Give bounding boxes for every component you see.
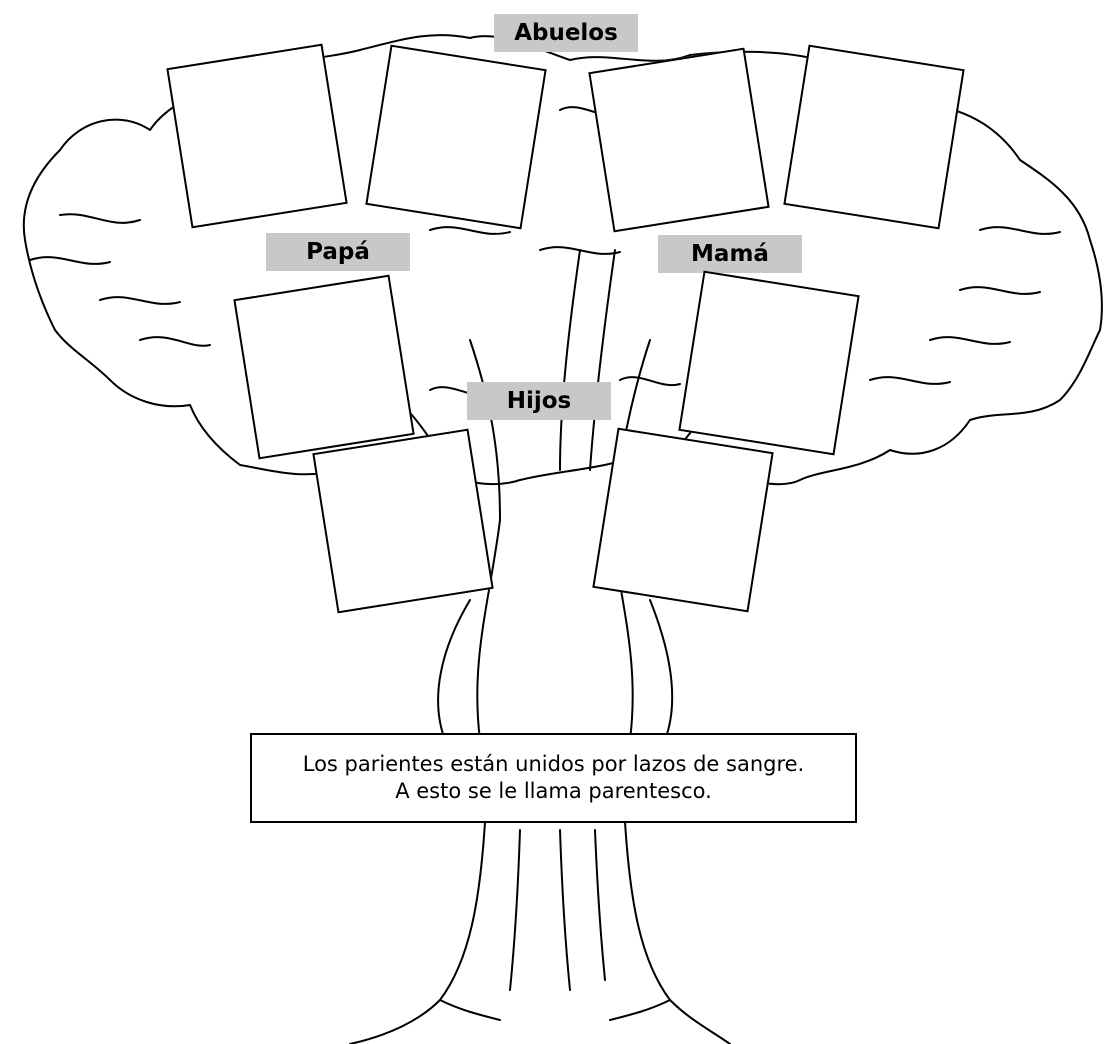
label-mother: Mamá bbox=[658, 235, 802, 273]
photo-frame-child-2[interactable] bbox=[592, 427, 774, 613]
label-grandparents: Abuelos bbox=[494, 14, 638, 52]
photo-frame-grandparent-3[interactable] bbox=[588, 47, 770, 233]
caption-line-1: Los parientes están unidos por lazos de … bbox=[302, 752, 805, 776]
canopy-outline bbox=[22, 34, 1103, 486]
caption-line-2: A esto se le llama parentesco. bbox=[395, 779, 712, 803]
label-father: Papá bbox=[266, 233, 410, 271]
photo-frame-child-1[interactable] bbox=[312, 428, 494, 614]
photo-frame-grandparent-2[interactable] bbox=[365, 44, 547, 230]
caption-box: Los parientes están unidos por lazos de … bbox=[250, 733, 857, 823]
photo-frame-father[interactable] bbox=[233, 274, 415, 460]
photo-frame-grandparent-4[interactable] bbox=[783, 44, 965, 230]
photo-frame-grandparent-1[interactable] bbox=[166, 43, 348, 229]
trunk-left bbox=[476, 519, 501, 741]
label-children: Hijos bbox=[467, 382, 611, 420]
photo-frame-mother[interactable] bbox=[678, 270, 860, 456]
